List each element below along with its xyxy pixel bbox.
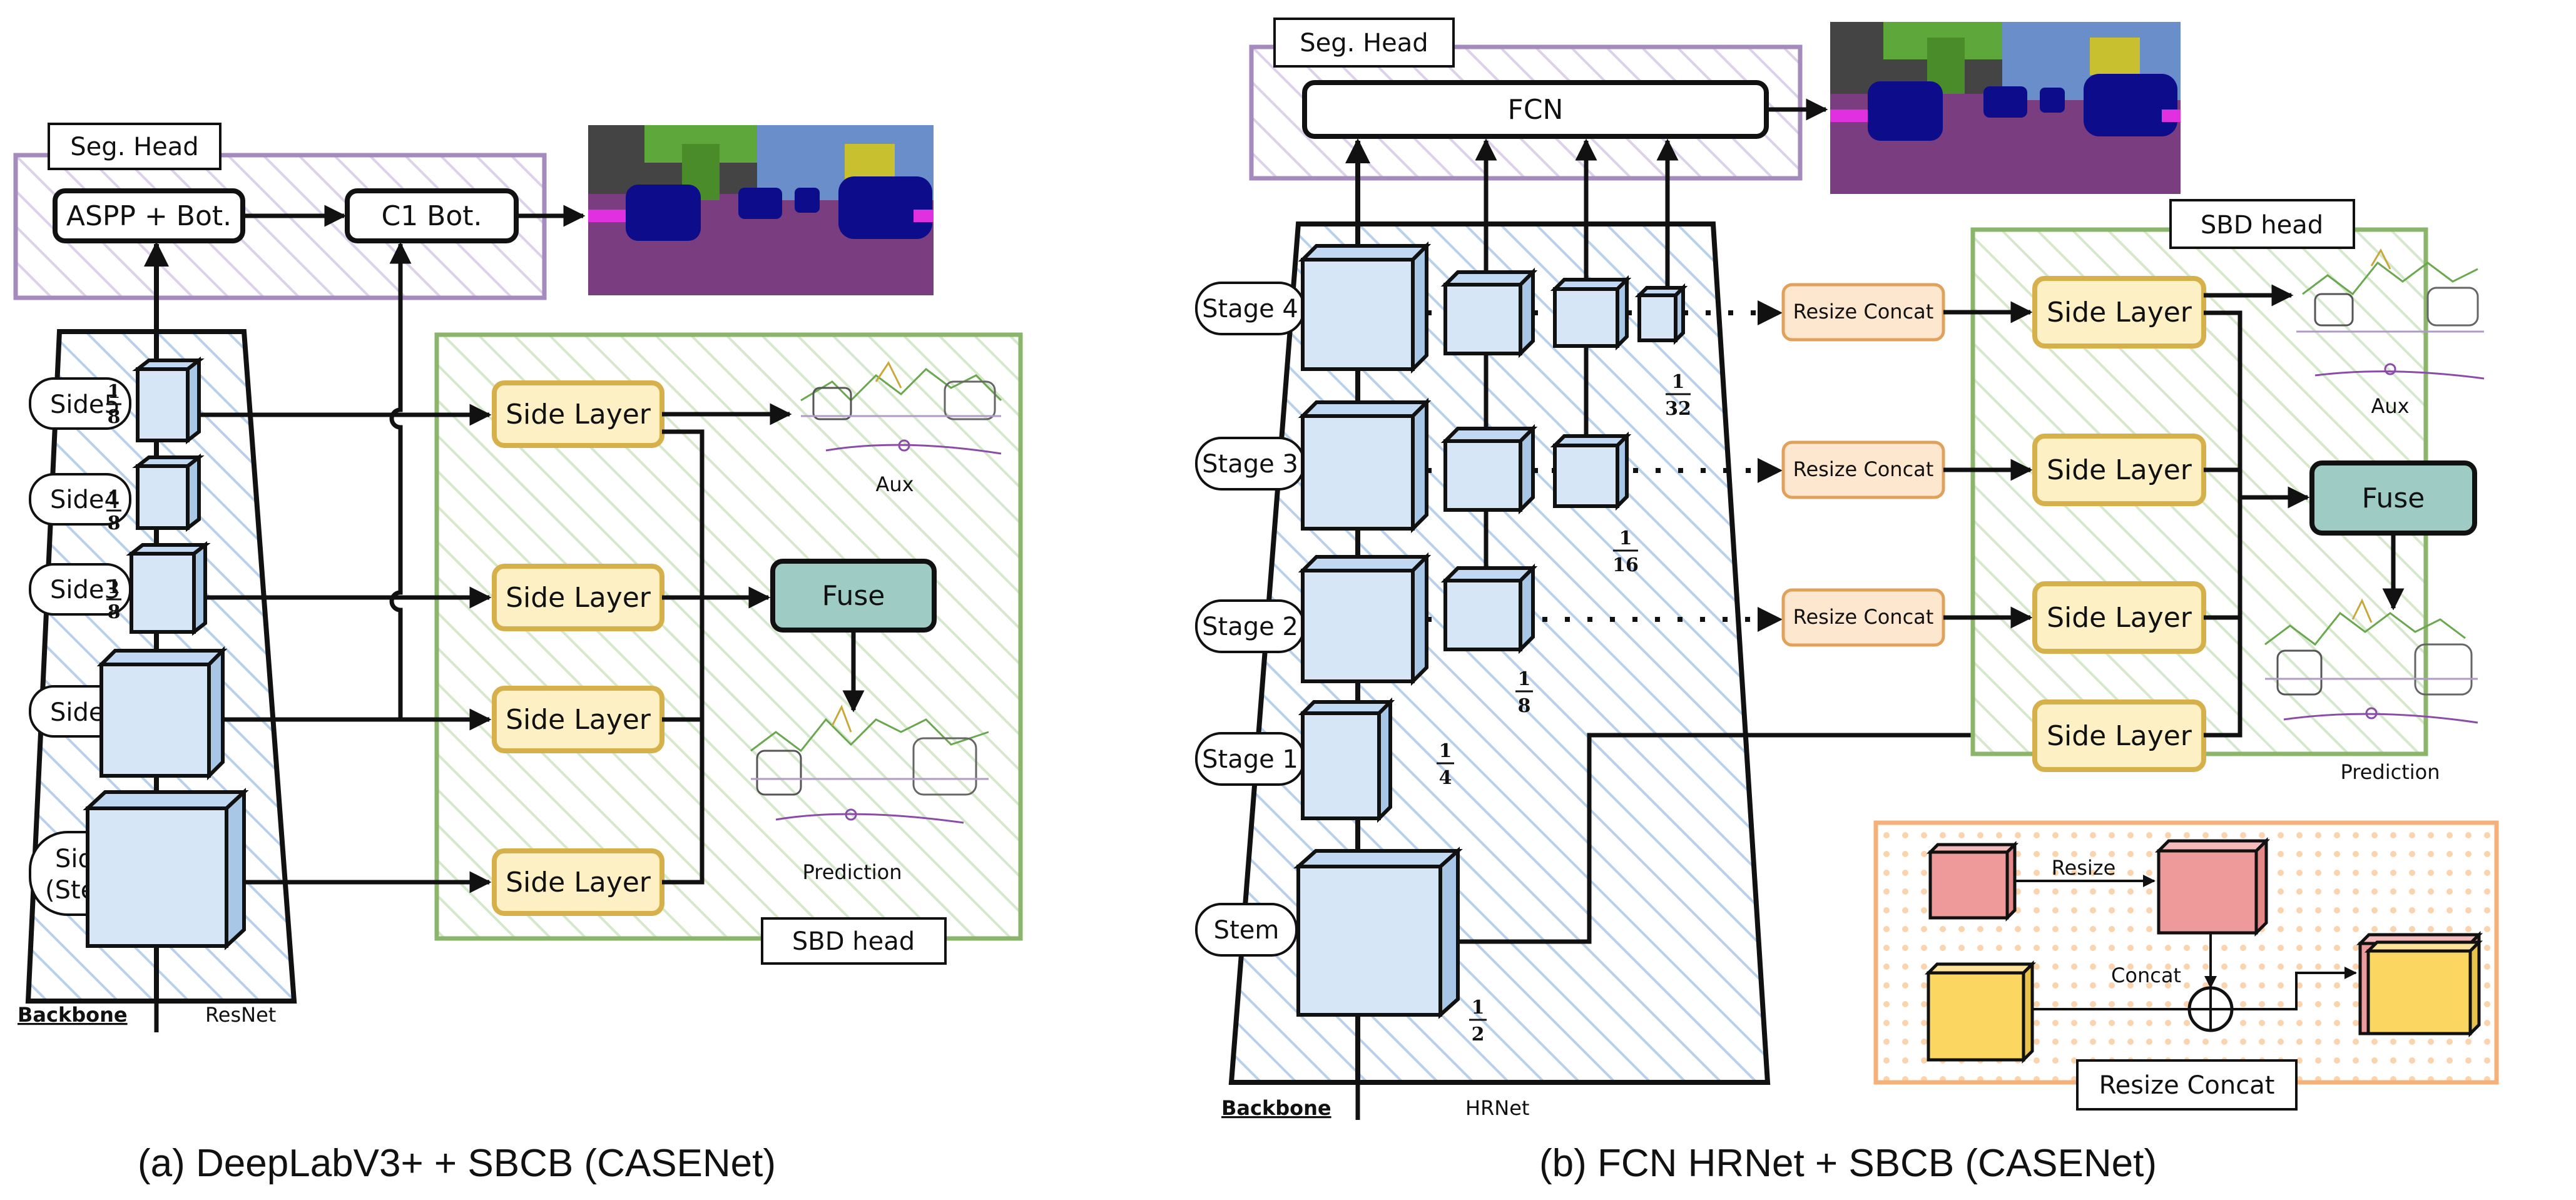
left-backbone-name: ResNet	[205, 1003, 276, 1027]
right-aux-label: Aux	[2371, 394, 2409, 418]
right-seg-head-title-box	[1273, 18, 1455, 68]
stage4-cube	[1298, 241, 1432, 374]
left-sbd-head-title-box	[761, 917, 947, 965]
resize-concat-2-label: Resize Concat	[1793, 457, 1934, 481]
frac-8-den: 8	[1518, 695, 1531, 717]
side1-cube	[83, 788, 249, 950]
frac-4-num: 1	[1439, 740, 1452, 762]
side4-cube	[132, 453, 205, 532]
cube-16-row3	[1550, 431, 1632, 511]
left-sbd-head-title: SBD head	[792, 927, 915, 956]
left-backbone-label: Backbone	[18, 1003, 128, 1027]
side4-frac-den: 8	[108, 512, 121, 534]
right-side-layer-3-label: Side Layer	[2047, 602, 2192, 634]
side3-frac-num: 1	[108, 576, 121, 598]
frac-2-den: 2	[1472, 1024, 1485, 1045]
frac-2-num: 1	[1472, 997, 1485, 1019]
cube-32-row4	[1634, 283, 1688, 345]
side2-cube	[96, 646, 228, 781]
left-prediction-label: Prediction	[803, 860, 902, 884]
stem-label: Stem	[1214, 916, 1280, 945]
resize-large-red-cube	[2154, 836, 2271, 937]
side3-frac-den: 8	[108, 601, 121, 623]
frac-32-num: 1	[1672, 371, 1685, 393]
side5-frac-num: 1	[108, 381, 121, 403]
left-seg-head-title: Seg. Head	[70, 133, 198, 161]
right-side-layer-4-label: Side Layer	[2047, 720, 2192, 752]
c1-label: C1 Bot.	[381, 200, 482, 232]
right-prediction-edge-map	[2264, 598, 2478, 724]
right-sbd-head-title-box	[2169, 199, 2355, 249]
stage2-label: Stage 2	[1202, 613, 1298, 641]
left-side-layer-1-label: Side Layer	[506, 399, 651, 430]
resize-concat-panel-title: Resize Concat	[2099, 1071, 2275, 1100]
resize-concat-1-label: Resize Concat	[1793, 300, 1934, 323]
left-segmentation-output	[588, 125, 934, 295]
right-panel: Backbone HRNet Seg. Head FCN Stage 4 S	[1195, 18, 2499, 1185]
stage3-label: Stage 3	[1202, 450, 1298, 479]
resize-concat-3-label: Resize Concat	[1793, 605, 1934, 629]
cube-16-row4	[1550, 275, 1632, 351]
fcn-label: FCN	[1508, 94, 1564, 126]
right-prediction-label: Prediction	[2341, 760, 2440, 784]
frac-8-num: 1	[1518, 668, 1531, 690]
left-seg-head-title-box	[48, 123, 221, 170]
cube-8-row2	[1440, 563, 1538, 654]
resize-label: Resize	[2052, 856, 2116, 880]
right-seg-head-title: Seg. Head	[1300, 29, 1428, 58]
right-aux-edge-map	[2296, 248, 2485, 380]
left-fuse-label: Fuse	[822, 580, 885, 612]
resize-small-red-cube	[1926, 840, 2019, 922]
left-caption: (a) DeepLabV3+ + SBCB (CASENet)	[138, 1142, 776, 1185]
right-backbone-label: Backbone	[1221, 1096, 1331, 1120]
frac-32-den: 32	[1665, 398, 1691, 420]
cube-8-row4	[1440, 267, 1538, 358]
concat-yellow-cube	[1924, 960, 2037, 1064]
stage4-label: Stage 4	[1202, 295, 1298, 323]
right-side-layer-1-label: Side Layer	[2047, 297, 2192, 328]
right-caption: (b) FCN HRNet + SBCB (CASENet)	[1539, 1142, 2157, 1185]
stage1-label: Stage 1	[1202, 745, 1298, 774]
left-prediction-edge-map	[750, 704, 989, 824]
side4-frac-num: 1	[108, 487, 121, 509]
left-side-layer-4-label: Side Layer	[506, 867, 651, 898]
concat-output-cube	[2356, 930, 2483, 1038]
left-panel: Backbone ResNet Seg. Head ASPP + Bot. C1…	[13, 123, 1023, 1185]
side5-pill	[29, 377, 131, 430]
side3-cube	[126, 541, 211, 636]
left-side-layer-3-label: Side Layer	[506, 704, 651, 736]
stage2-cube	[1298, 552, 1432, 686]
frac-16-den: 16	[1612, 554, 1639, 576]
left-aux-label: Aux	[875, 472, 914, 496]
stem-cube	[1293, 847, 1463, 1019]
side4-label: Side4	[50, 486, 120, 514]
side4-pill	[29, 473, 131, 526]
stage1-cube	[1298, 697, 1395, 823]
left-aux-edge-map	[800, 361, 1002, 455]
frac-4-den: 4	[1439, 767, 1452, 789]
concat-label: Concat	[2111, 964, 2181, 987]
left-side-layer-2-label: Side Layer	[506, 582, 651, 614]
side5-cube	[132, 356, 205, 445]
frac-16-num: 1	[1619, 527, 1632, 549]
aspp-label: ASPP + Bot.	[66, 200, 232, 232]
cube-8-row3	[1440, 424, 1538, 515]
resize-concat-panel-title-box	[2076, 1059, 2298, 1111]
right-backbone-name: HRNet	[1465, 1096, 1529, 1120]
right-segmentation-output	[1830, 22, 2181, 194]
right-fuse-label: Fuse	[2362, 482, 2425, 514]
stage3-cube	[1298, 397, 1432, 534]
right-sbd-head-title: SBD head	[2201, 211, 2323, 240]
right-side-layer-2-label: Side Layer	[2047, 454, 2192, 486]
side5-frac-den: 8	[108, 406, 121, 428]
